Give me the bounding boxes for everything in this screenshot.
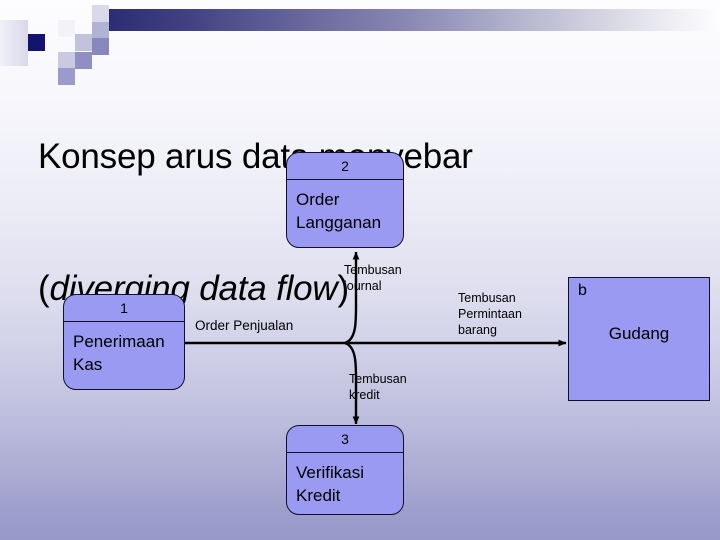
title-line-1: Konsep arus data menyebar [38, 137, 473, 176]
process-name-3: Verifikasi Kredit [296, 463, 365, 505]
header-band [104, 9, 720, 31]
deco-square-9 [92, 38, 109, 55]
flow-label-order-penjualan: Order Penjualan [195, 318, 294, 333]
process-number-1: 1 [64, 295, 184, 322]
deco-square-1 [28, 34, 45, 51]
title-paren-close: ) [337, 269, 350, 308]
entity-name-gudang: Gudang [608, 324, 670, 343]
title-paren-open: ( [38, 269, 50, 308]
entity-box-gudang[interactable]: b Gudang [568, 277, 710, 401]
process-number-3: 3 [287, 426, 403, 453]
process-name-1: Penerimaan Kas [73, 332, 165, 374]
flow-label-tembusan-kredit: Tembusan kredit [349, 372, 407, 402]
deco-square-7 [92, 5, 109, 22]
deco-square-5 [75, 52, 92, 69]
deco-square-4 [75, 34, 92, 51]
entity-letter-b: b [578, 282, 587, 299]
process-box-1[interactable]: 1 Penerimaan Kas [63, 294, 185, 390]
process-number-2: 2 [287, 153, 403, 180]
deco-square-10 [0, 20, 28, 66]
deco-square-2 [58, 20, 75, 37]
page-title: Konsep arus data menyebar (diverging dat… [38, 47, 658, 399]
process-box-2[interactable]: 2 Order Langganan [286, 152, 404, 248]
process-box-3[interactable]: 3 Verifikasi Kredit [286, 425, 404, 515]
deco-square-8 [92, 22, 109, 39]
flow-label-tembusan-permintaan-barang: Tembusan Permintaan barang [458, 291, 522, 337]
deco-square-6 [58, 68, 75, 85]
process-name-2: Order Langganan [296, 190, 382, 232]
flow-label-tembusan-journal: Tembusan journal [344, 263, 402, 293]
deco-square-3 [58, 52, 75, 69]
